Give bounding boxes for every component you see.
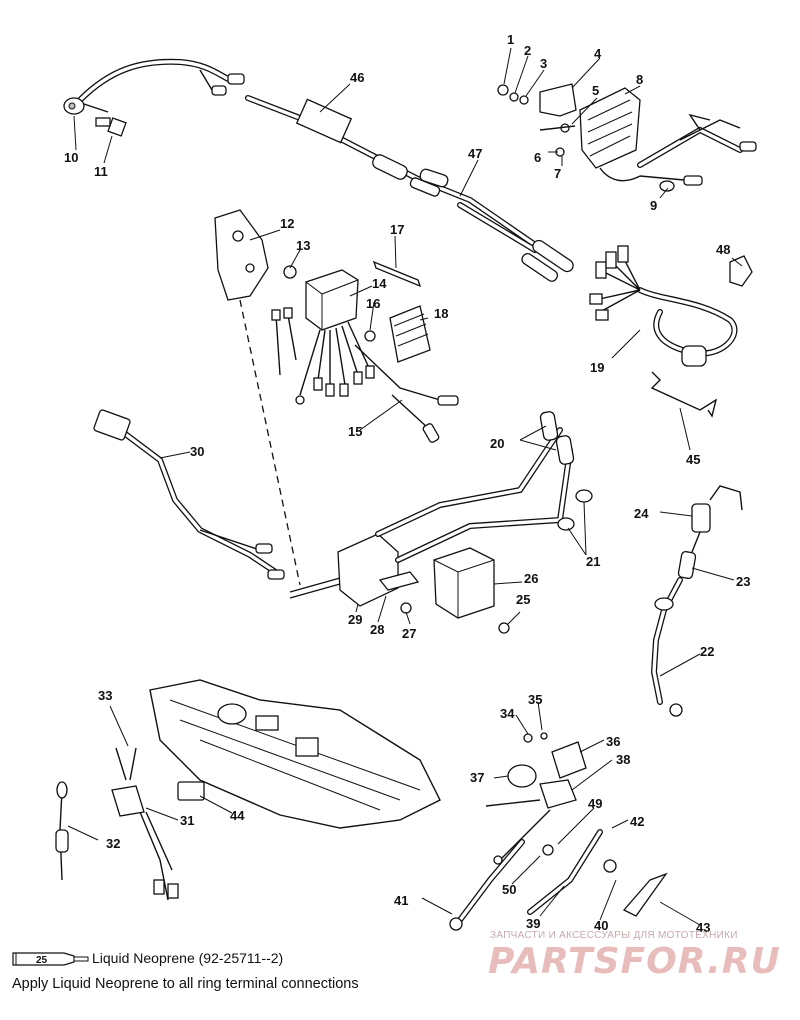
callout-29: 29: [348, 612, 362, 627]
callout-48: 48: [716, 242, 730, 257]
callout-18: 18: [434, 306, 448, 321]
callout-47: 47: [468, 146, 482, 161]
tube-number: 25: [36, 955, 48, 966]
watermark-tagline: ЗАПЧАСТИ И АКСЕССУАРЫ ДЛЯ МОТОТЕХНИКИ: [490, 930, 738, 941]
callout-44: 44: [230, 808, 245, 823]
callout-17: 17: [390, 222, 404, 237]
callout-40: 40: [594, 918, 608, 933]
harness-19-drawing: [589, 245, 753, 418]
callout-22: 22: [700, 644, 714, 659]
switch-11-drawing: [95, 117, 127, 137]
callout-41: 41: [394, 893, 408, 908]
callout-21: 21: [586, 554, 600, 569]
callout-30: 30: [190, 444, 204, 459]
callout-20: 20: [490, 436, 504, 451]
engine-area-drawing: [55, 679, 441, 901]
callout-34: 34: [500, 706, 515, 721]
watermark-logo: PARTSFOR.RU: [488, 941, 781, 982]
ground-group-drawing: [449, 732, 668, 931]
callout-4: 4: [594, 46, 602, 61]
callout-25: 25: [516, 592, 530, 607]
callout-42: 42: [630, 814, 644, 829]
callout-31: 31: [180, 813, 194, 828]
callout-36: 36: [606, 734, 620, 749]
callout-43: 43: [696, 920, 710, 935]
callout-26: 26: [524, 571, 538, 586]
callout-28: 28: [370, 622, 384, 637]
callout-11: 11: [94, 164, 108, 179]
callout-7: 7: [554, 166, 561, 181]
callout-19: 19: [590, 360, 604, 375]
leader-lines: [67, 47, 743, 926]
coil-group-drawing: [93, 409, 593, 634]
harness-22-drawing: [650, 485, 743, 717]
callout-1: 1: [507, 32, 514, 47]
callout-46: 46: [350, 70, 364, 85]
callout-49: 49: [588, 796, 602, 811]
callout-33: 33: [98, 688, 112, 703]
callout-45: 45: [686, 452, 700, 467]
callout-16: 16: [366, 296, 380, 311]
callout-27: 27: [402, 626, 416, 641]
callout-3: 3: [540, 56, 547, 71]
callout-38: 38: [616, 752, 630, 767]
callout-9: 9: [650, 198, 657, 213]
regulator-group-drawing: [497, 83, 757, 192]
callout-35: 35: [528, 692, 542, 707]
sealant-tube-icon: 25: [12, 952, 89, 966]
callout-15: 15: [348, 424, 362, 439]
callout-13: 13: [296, 238, 310, 253]
callout-50: 50: [502, 882, 516, 897]
callout-6: 6: [534, 150, 541, 165]
callout-37: 37: [470, 770, 484, 785]
callout-12: 12: [280, 216, 294, 231]
callout-10: 10: [64, 150, 78, 165]
sealant-label: Liquid Neoprene (92-25711--2): [92, 950, 284, 966]
callout-5: 5: [592, 83, 599, 98]
callout-39: 39: [526, 916, 540, 931]
callout-labels: 1 2 3 4 5 6 7 8 9 10 11 12 13 14 15 16 1…: [64, 32, 750, 935]
callout-23: 23: [736, 574, 750, 589]
apply-instruction: Apply Liquid Neoprene to all ring termin…: [12, 976, 359, 992]
callout-32: 32: [106, 836, 120, 851]
callout-24: 24: [634, 506, 649, 521]
switchbox-group-drawing: [214, 209, 459, 586]
callout-14: 14: [372, 276, 387, 291]
harness-46-drawing: [77, 58, 574, 282]
callout-2: 2: [524, 43, 531, 58]
sender-10-drawing: [63, 97, 109, 115]
callout-8: 8: [636, 72, 643, 87]
